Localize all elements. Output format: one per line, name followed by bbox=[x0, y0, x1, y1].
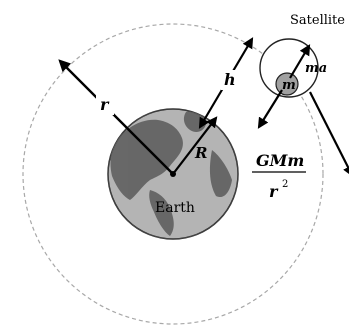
satellite-mass bbox=[275, 72, 299, 96]
r-radius-arrow bbox=[58, 59, 174, 175]
gravity-force-arrow bbox=[257, 89, 283, 129]
earth-label: Earth bbox=[155, 200, 195, 216]
force-formula: GMm r 2 bbox=[252, 151, 306, 201]
m-label: m bbox=[282, 78, 296, 93]
force-numerator: GMm bbox=[256, 151, 304, 170]
force-exponent: 2 bbox=[282, 179, 288, 190]
force-denominator: r bbox=[269, 182, 279, 201]
R-label: R bbox=[194, 144, 207, 162]
r-label: r bbox=[100, 95, 110, 114]
ma-label: ma bbox=[305, 61, 327, 76]
h-label: h bbox=[224, 70, 236, 89]
orbit-path bbox=[22, 23, 324, 325]
satellite-label: Satellite bbox=[290, 13, 345, 28]
ma-force-arrow bbox=[289, 44, 311, 79]
velocity-arrow bbox=[309, 91, 349, 177]
